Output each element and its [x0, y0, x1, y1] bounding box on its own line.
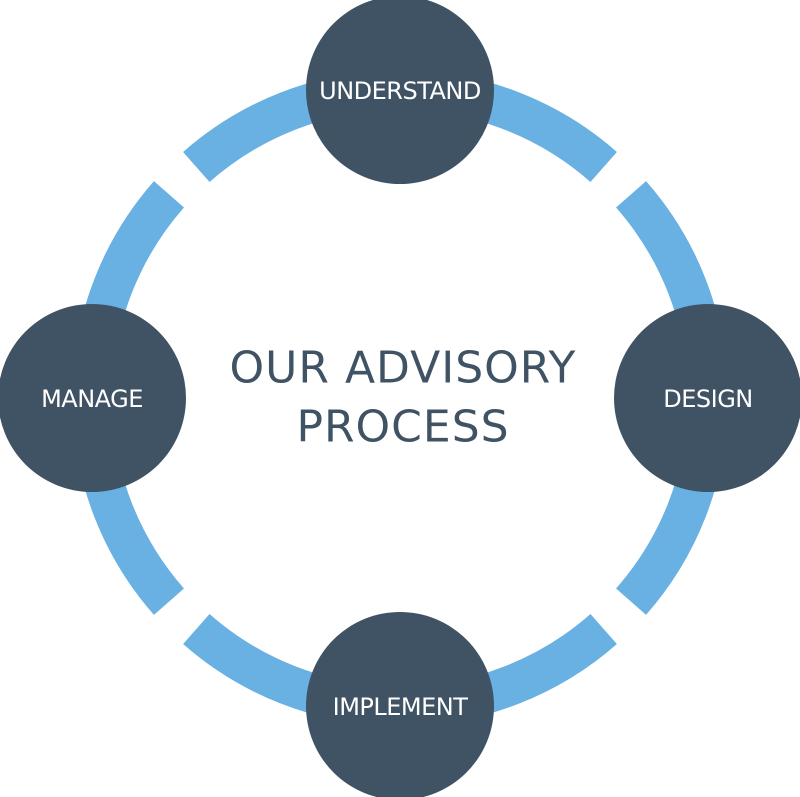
step-circle-design: [614, 304, 800, 492]
step-node-understand: UNDERSTAND: [306, 0, 494, 184]
step-circle-understand: [306, 0, 494, 184]
center-title: OUR ADVISORY PROCESS: [230, 343, 577, 453]
step-circle-manage: [0, 304, 186, 492]
step-label-manage: MANAGE: [41, 385, 143, 413]
step-label-design: DESIGN: [663, 385, 753, 413]
step-node-manage: MANAGE: [0, 304, 186, 492]
step-node-implement: IMPLEMENT: [306, 612, 494, 797]
step-label-understand: UNDERSTAND: [319, 77, 481, 105]
step-circle-implement: [306, 612, 494, 797]
center-title-line-1: OUR ADVISORY: [230, 343, 577, 394]
step-node-design: DESIGN: [614, 304, 800, 492]
center-title-line-2: PROCESS: [296, 402, 509, 453]
step-label-implement: IMPLEMENT: [333, 693, 469, 721]
